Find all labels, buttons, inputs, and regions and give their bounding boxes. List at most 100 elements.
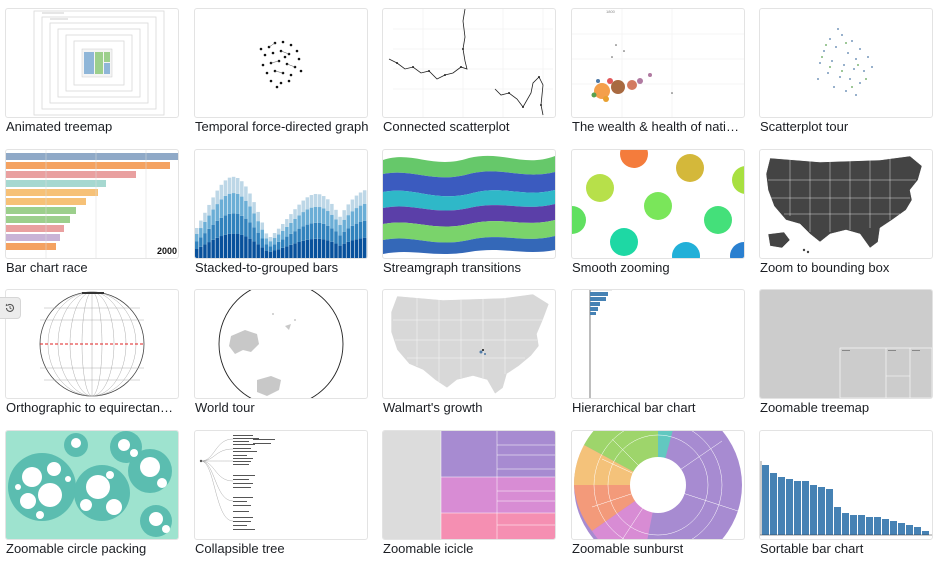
- stacked-bar-segment: [231, 233, 236, 258]
- item-title[interactable]: Animated treemap: [6, 119, 113, 134]
- item-title[interactable]: Temporal force-directed graph: [195, 119, 369, 134]
- stacked-bar-segment: [321, 223, 326, 240]
- stacked-bar-segment: [362, 190, 367, 204]
- item-title[interactable]: The wealth & health of nations: [572, 119, 746, 134]
- stacked-bar-segment: [203, 221, 207, 234]
- thumbnail[interactable]: [759, 289, 933, 399]
- stacked-bar-segment: [207, 242, 211, 258]
- stacked-bar-segment: [215, 237, 219, 258]
- stacked-bar-segment: [231, 176, 236, 194]
- stacked-bar-segment: [317, 194, 322, 208]
- thumbnail[interactable]: [194, 289, 368, 399]
- thumbnail[interactable]: [5, 289, 179, 399]
- thumbnail[interactable]: [5, 149, 179, 259]
- item-title[interactable]: Zoom to bounding box: [760, 260, 890, 275]
- stacked-bar-segment: [231, 213, 236, 234]
- stacked-bar-segment: [240, 234, 244, 258]
- thumbnail[interactable]: [5, 8, 179, 118]
- thumbnail[interactable]: [5, 430, 179, 540]
- stacked-bar-segment: [321, 196, 326, 209]
- thumbnail[interactable]: [571, 289, 745, 399]
- item-title[interactable]: Zoomable icicle: [383, 541, 474, 556]
- thumbnail[interactable]: [382, 8, 556, 118]
- stacked-bar-segment: [313, 206, 318, 223]
- stacked-bar-segment: [268, 246, 273, 252]
- item-title[interactable]: Orthographic to equirectangular: [6, 400, 180, 415]
- stacked-bar-segment: [289, 244, 293, 258]
- item-title[interactable]: Bar chart race: [6, 260, 88, 275]
- us-states-thumbnail-graphic: [765, 155, 923, 254]
- item-title[interactable]: Zoomable circle packing: [6, 541, 147, 556]
- stacked-bar-segment: [289, 222, 293, 234]
- stacked-bar-segment: [350, 240, 355, 258]
- stacked-bar-segment: [203, 244, 207, 258]
- stacked-bar-segment: [301, 212, 305, 227]
- stacked-bar-segment: [248, 193, 252, 207]
- stacked-bar-segment: [362, 203, 367, 221]
- stacked-bar-segment: [305, 197, 310, 210]
- thumbnail[interactable]: [382, 430, 556, 540]
- thumbnail[interactable]: [382, 289, 556, 399]
- item-title[interactable]: Zoomable treemap: [760, 400, 870, 415]
- stacked-bars-thumbnail-graphic: [195, 176, 367, 258]
- item-title[interactable]: Walmart's growth: [383, 400, 483, 415]
- thumbnail[interactable]: [194, 8, 368, 118]
- stacked-bar-segment: [305, 239, 310, 258]
- stacked-bar-segment: [313, 238, 318, 258]
- thumbnail[interactable]: [759, 430, 933, 540]
- stacked-bar-segment: [256, 232, 260, 245]
- stacked-bar-segment: [248, 238, 252, 258]
- stacked-bar-segment: [248, 222, 252, 239]
- thumbnail[interactable]: 1800: [571, 8, 745, 118]
- thumbnail[interactable]: [194, 149, 368, 259]
- item-title[interactable]: Hierarchical bar chart: [572, 400, 696, 415]
- item-title[interactable]: World tour: [195, 400, 255, 415]
- thumbnail[interactable]: [194, 430, 368, 540]
- stacked-bar-segment: [276, 249, 281, 258]
- thumbnail[interactable]: [571, 430, 745, 540]
- stacked-bar-segment: [260, 222, 265, 230]
- stacked-bar-segment: [293, 231, 297, 244]
- item-title[interactable]: Sortable bar chart: [760, 541, 864, 556]
- item-title[interactable]: Stacked-to-grouped bars: [195, 260, 339, 275]
- stacked-bar-segment: [223, 195, 228, 216]
- thumbnail[interactable]: [759, 8, 933, 118]
- history-icon: [5, 303, 14, 312]
- stacked-bar-segment: [272, 250, 277, 258]
- history-button[interactable]: [0, 297, 21, 319]
- stacked-bar-segment: [346, 228, 351, 242]
- thumbnail[interactable]: [759, 149, 933, 259]
- stacked-bar-segment: [330, 214, 334, 229]
- thumbnail[interactable]: [382, 149, 556, 259]
- stacked-bar-segment: [199, 237, 203, 247]
- thumbnail[interactable]: [571, 149, 745, 259]
- stacked-bar-segment: [334, 209, 338, 220]
- stacked-bar-segment: [326, 240, 330, 258]
- item-title[interactable]: Collapsible tree: [195, 541, 285, 556]
- stacked-bar-segment: [244, 236, 248, 258]
- item-title[interactable]: Connected scatterplot: [383, 119, 510, 134]
- connected-scatter-thumbnail-graphic: [388, 9, 553, 117]
- stacked-bar-segment: [301, 226, 305, 241]
- stacked-bar-segment: [211, 239, 215, 258]
- stacked-bar-segment: [264, 250, 269, 258]
- item-title[interactable]: Smooth zooming: [572, 260, 670, 275]
- stacked-bar-segment: [346, 241, 351, 258]
- stacked-bar-segment: [346, 204, 351, 216]
- stacked-bar-segment: [289, 214, 293, 223]
- stacked-bar-segment: [334, 219, 338, 232]
- stacked-bar-segment: [227, 233, 232, 258]
- item-title[interactable]: Scatterplot tour: [760, 119, 849, 134]
- item-title[interactable]: Zoomable sunburst: [572, 541, 684, 556]
- stacked-bar-segment: [215, 204, 219, 221]
- year-badge: 2000: [157, 246, 178, 256]
- stacked-bar-segment: [293, 209, 297, 219]
- stacked-bar-segment: [358, 205, 363, 222]
- item-title[interactable]: Streamgraph transitions: [383, 260, 522, 275]
- stacked-bar-segment: [350, 211, 355, 226]
- stacked-bar-segment: [285, 236, 289, 247]
- stacked-bar-segment: [293, 218, 297, 232]
- streamgraph-thumbnail-graphic: [383, 155, 555, 254]
- stacked-bar-segment: [309, 195, 314, 208]
- stacked-bar-segment: [350, 225, 355, 241]
